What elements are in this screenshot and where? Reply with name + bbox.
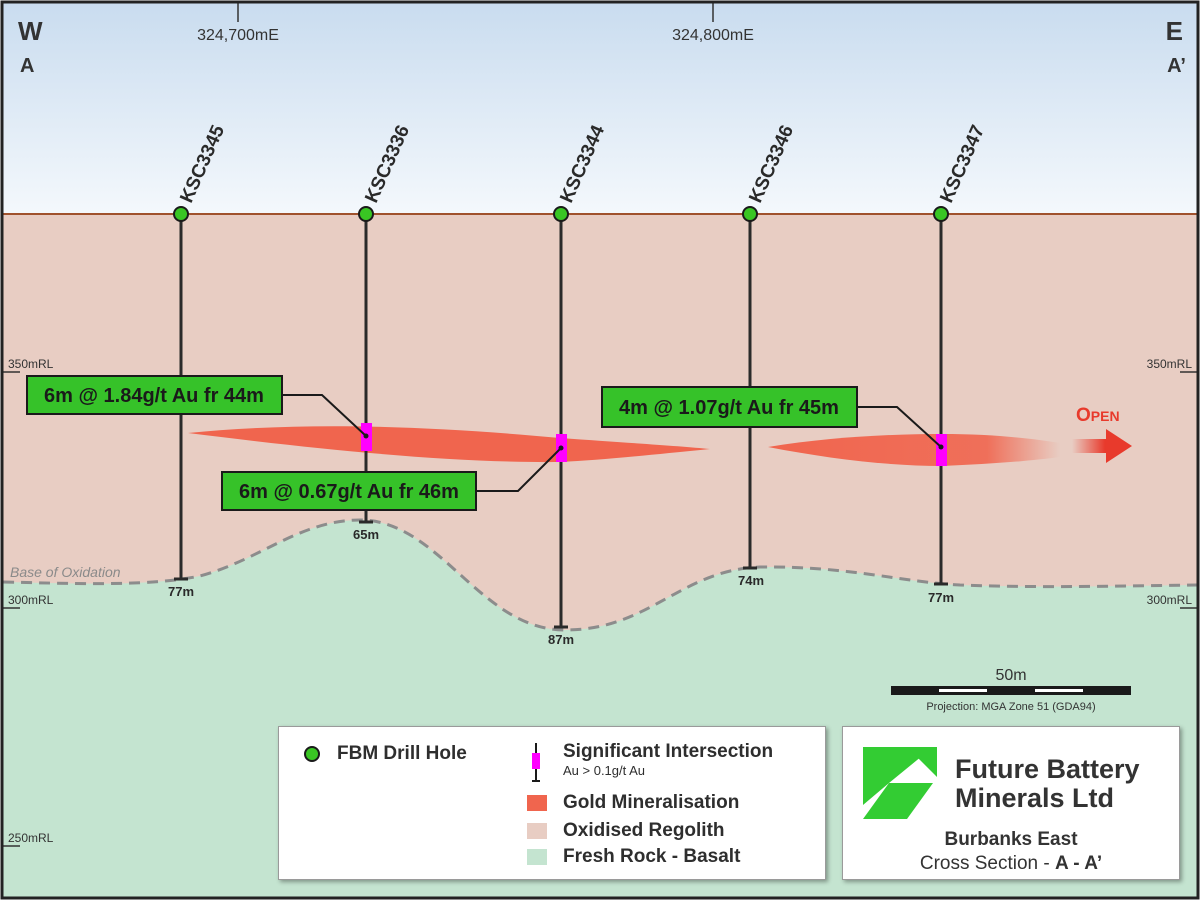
company-logo-icon	[863, 747, 937, 819]
base-of-oxidation-line	[2, 518, 1198, 632]
legend: FBM Drill Hole Significant Intersection …	[278, 726, 826, 880]
rl-label: 350mRL	[1147, 357, 1193, 371]
section-subtitle-prefix: Cross Section -	[919, 853, 1055, 874]
east-direction: E	[1166, 16, 1183, 46]
regolith-swatch	[527, 823, 547, 839]
west-direction: W	[18, 16, 43, 46]
intersection-symbol-icon	[532, 743, 540, 782]
gold-lens-west	[188, 426, 710, 463]
legend-sublabel: Au > 0.1g/t Au	[563, 763, 646, 778]
end-of-hole-depth: 77m	[168, 584, 194, 599]
callout-leader-dot	[363, 433, 369, 439]
company-name-line2: Minerals Ltd	[955, 783, 1115, 813]
legend-label: Significant Intersection	[563, 741, 774, 762]
rl-label: 300mRL	[1147, 593, 1193, 607]
legend-label: FBM Drill Hole	[337, 743, 467, 764]
section-orientation: W A E A’	[18, 16, 1186, 77]
intercept-text: 6m @ 0.67g/t Au fr 46m	[239, 481, 459, 503]
end-of-hole-depth: 74m	[738, 573, 764, 588]
section-name: Burbanks East	[944, 829, 1078, 850]
end-of-hole-depth: 65m	[353, 527, 379, 542]
section-subtitle-bold: A - A’	[1055, 853, 1103, 874]
intercept-callout-ksc3347: 4m @ 1.07g/t Au fr 45m	[601, 386, 858, 428]
rl-label: 250mRL	[8, 831, 54, 845]
callout-leader	[857, 406, 942, 448]
open-arrow	[1072, 429, 1132, 463]
drill-hole-collar	[553, 206, 569, 222]
easting-label: 324,800mE	[672, 27, 754, 44]
fresh-rock-swatch	[527, 849, 547, 865]
intercept-text: 4m @ 1.07g/t Au fr 45m	[619, 397, 839, 419]
drill-hole-collar	[358, 206, 374, 222]
intercept-callout-ksc3344: 6m @ 0.67g/t Au fr 46m	[221, 471, 477, 511]
legend-item-fresh-rock: Fresh Rock - Basalt	[527, 846, 740, 868]
east-label: A’	[1167, 55, 1186, 77]
callout-leader	[282, 394, 367, 437]
drill-hole-collar	[173, 206, 189, 222]
base-of-oxidation-label: Base of Oxidation	[10, 564, 121, 580]
section-subtitle: Cross Section - A - A’	[843, 853, 1179, 875]
west-label: A	[20, 55, 34, 77]
legend-label: Oxidised Regolith	[563, 820, 725, 841]
rl-label: 300mRL	[8, 593, 54, 607]
projection-note: Projection: MGA Zone 51 (GDA94)	[926, 701, 1095, 713]
drill-hole-symbol-icon	[304, 746, 320, 762]
sky	[3, 3, 1197, 214]
open-label: OPEN	[1076, 405, 1120, 426]
gold-lens-east	[768, 434, 1060, 466]
legend-item-drill-hole: FBM Drill Hole	[301, 743, 467, 765]
intercept-callout-ksc3336: 6m @ 1.84g/t Au fr 44m	[26, 375, 283, 415]
scale-bar-label: 50m	[995, 667, 1026, 684]
gold-swatch	[527, 795, 547, 811]
drill-hole-collar	[742, 206, 758, 222]
legend-item-regolith: Oxidised Regolith	[527, 820, 725, 842]
legend-item-intersection: Significant Intersection Au > 0.1g/t Au	[529, 741, 773, 783]
rl-scale-left: 350mRL 300mRL 250mRL	[3, 357, 54, 847]
drill-hole-collar	[933, 206, 949, 222]
rl-scale-right: 350mRL 300mRL	[1147, 357, 1197, 609]
company-name-line1: Future Battery	[955, 754, 1140, 784]
intercept-text: 6m @ 1.84g/t Au fr 44m	[44, 385, 264, 407]
legend-label: Gold Mineralisation	[563, 792, 740, 813]
end-of-hole-depth: 77m	[928, 590, 954, 605]
company-name: Future Battery Minerals Ltd	[955, 755, 1140, 813]
end-of-hole-depth: 87m	[548, 632, 574, 647]
rl-label: 350mRL	[8, 357, 54, 371]
significant-intersection	[936, 434, 947, 466]
legend-label: Fresh Rock - Basalt	[563, 846, 741, 867]
easting-ticks: 324,700mE 324,800mE	[197, 3, 754, 44]
callout-leader-dot	[558, 445, 564, 451]
title-block: Future Battery Minerals Ltd Burbanks Eas…	[842, 726, 1180, 880]
scale-bar: 50m Projection: MGA Zone 51 (GDA94)	[891, 667, 1131, 713]
callout-leader-dot	[938, 444, 944, 450]
callout-leader	[476, 447, 562, 492]
legend-item-gold: Gold Mineralisation	[527, 792, 739, 814]
easting-label: 324,700mE	[197, 27, 279, 44]
